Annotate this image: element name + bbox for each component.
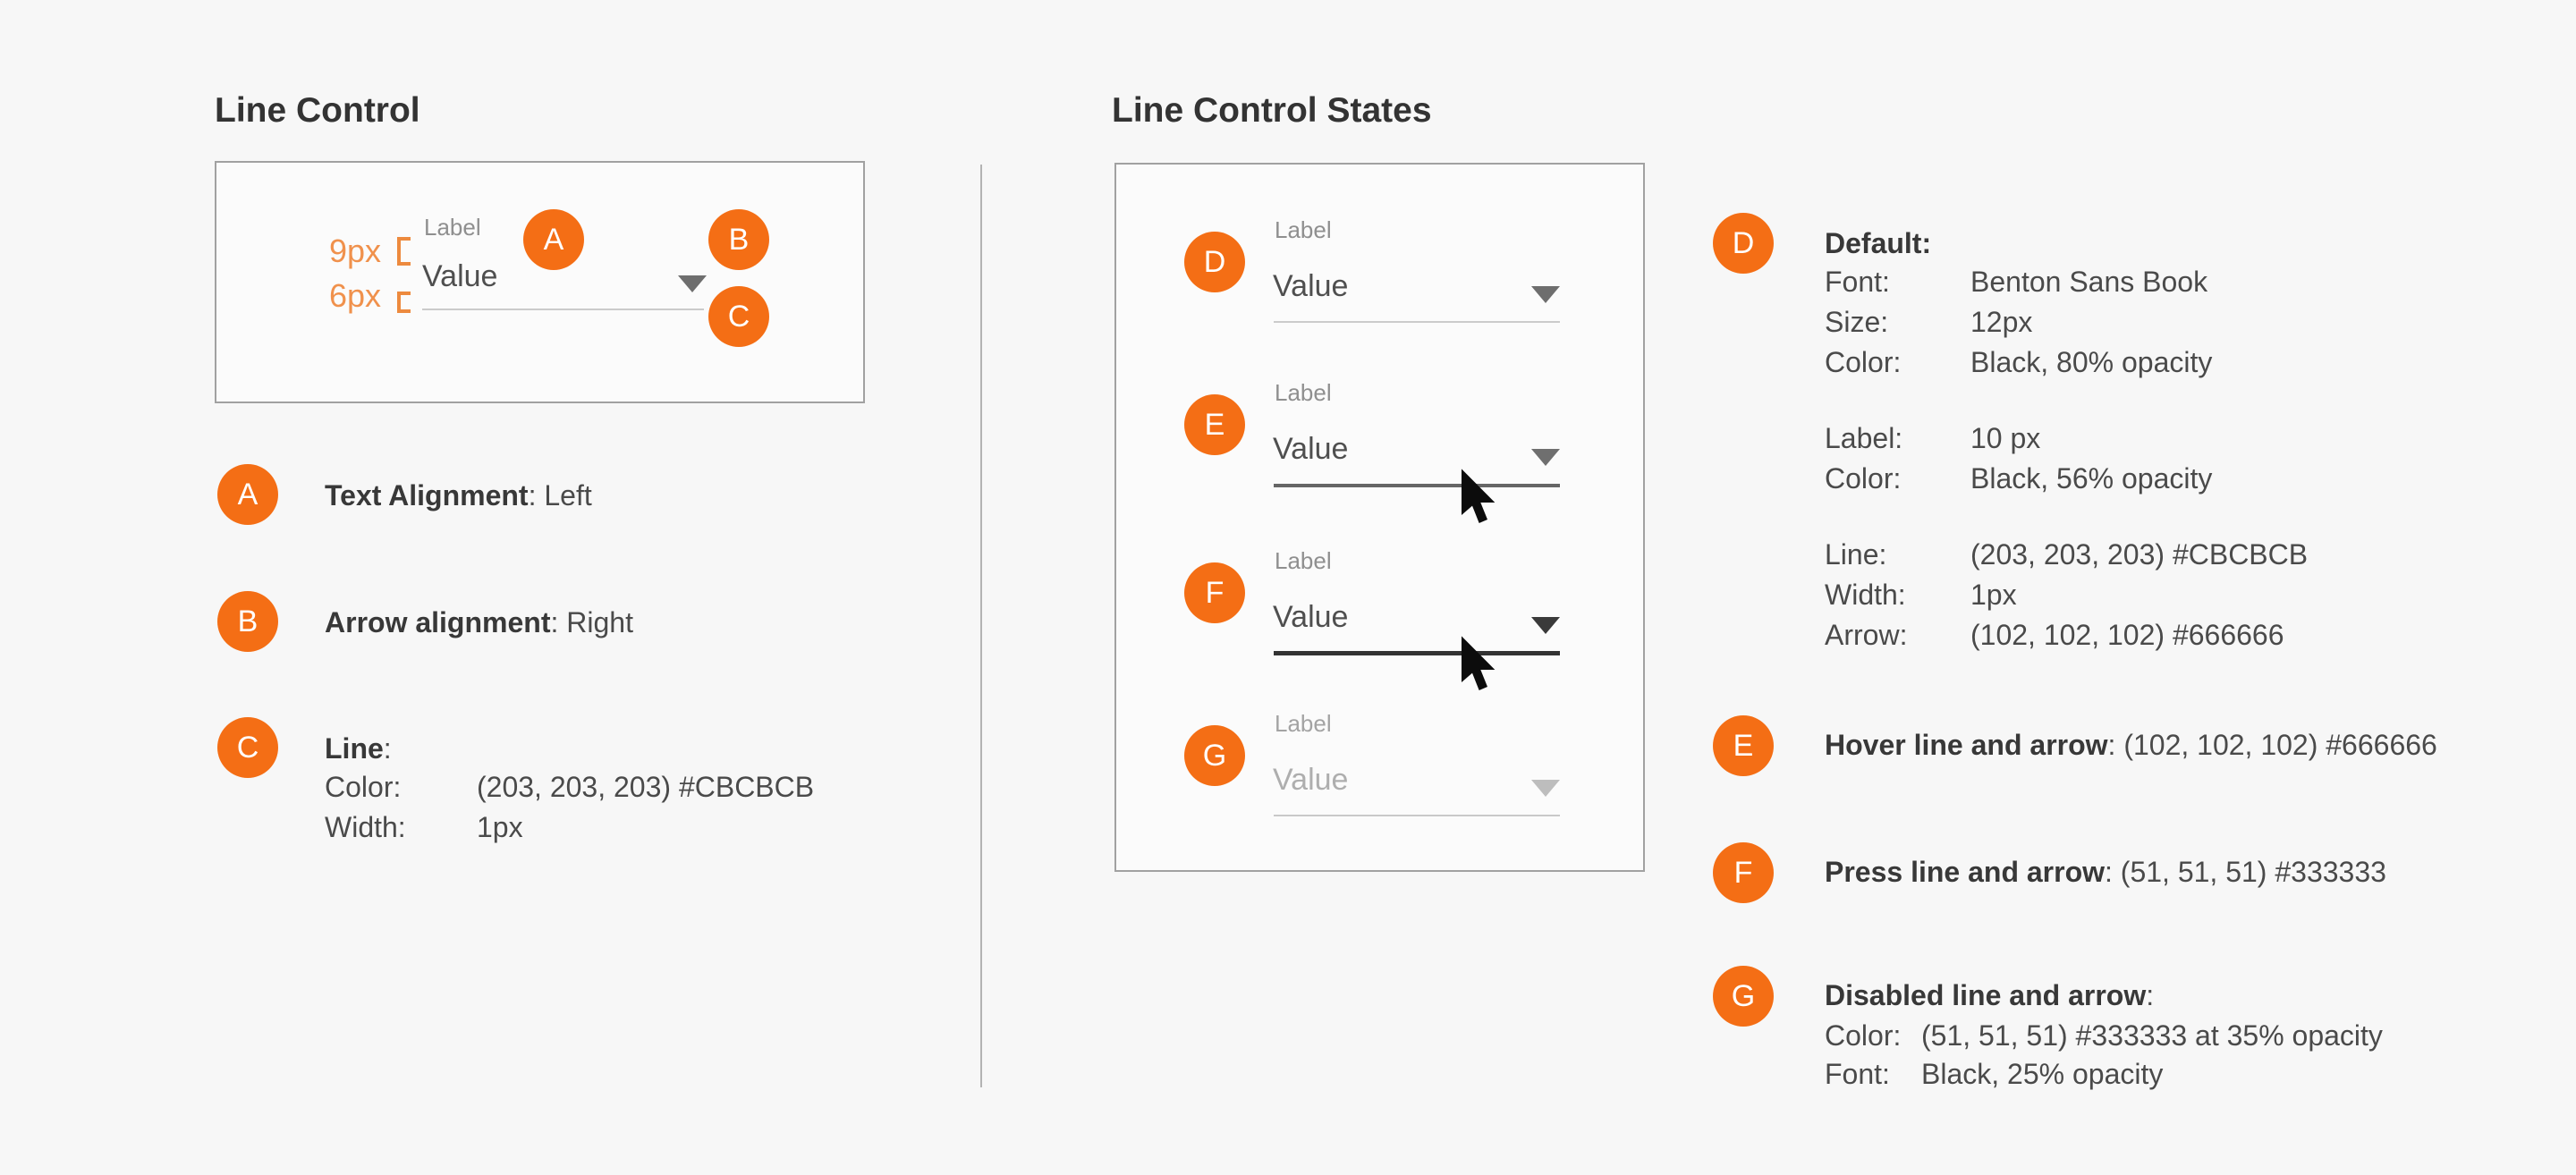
sample-underline-hover [1274,484,1560,487]
state-sample-default: D Label Value [1116,216,1647,377]
spec-row-value: 12px [1970,306,2033,338]
spec-row-label: Width: [325,811,406,843]
spec-row-label: Color: [1825,1019,1902,1052]
spec-row-label: Color: [1825,462,1902,495]
spec-row-label: Font: [1825,266,1890,298]
sample-value-hover: Value [1273,432,1349,466]
section-title-line-control: Line Control [215,91,420,130]
sample-underline-disabled [1274,815,1560,816]
annotation-b-value: : Right [550,606,633,638]
detail-circle-d: D [1713,213,1774,274]
spec-row-label: Font: [1825,1058,1890,1090]
sample-value-disabled: Value [1273,763,1349,797]
marker-circle-c: C [708,286,769,347]
detail-g-spec-table: Color: (51, 51, 51) #333333 at 35% opaci… [1825,1017,2383,1094]
dropdown-arrow-icon [1531,780,1560,797]
sample-underline-default [1274,321,1560,323]
sample-value-press: Value [1273,600,1349,634]
spec-row-value: 1px [1970,579,2017,611]
spec-row-value: (51, 51, 51) #333333 at 35% opacity [1921,1019,2383,1052]
detail-d-font-table: Font: Benton Sans Book Size: 12px Color:… [1825,262,2212,383]
detail-g-term: Disabled line and arrow [1825,979,2147,1011]
marker-circle-d: D [1184,232,1245,292]
detail-circle-g: G [1713,966,1774,1027]
spec-row-value: Benton Sans Book [1970,266,2208,298]
annotation-circle-c: C [217,717,278,778]
annotation-a-term: Text Alignment [325,479,529,511]
annotation-text-a: Text Alignment: Left [325,478,592,513]
spec-row-label: Size: [1825,306,1889,338]
marker-circle-g: G [1184,725,1245,786]
detail-circle-f: F [1713,842,1774,903]
detail-f-text: Press line and arrow: (51, 51, 51) #3333… [1825,854,2386,890]
spec-row-value: 1px [477,811,523,843]
sample-label-disabled: Label [1275,710,1332,737]
spec-row-label: Color: [1825,346,1902,378]
line-control-example-panel: 9px 6px Label Value A B C [215,161,865,403]
dropdown-arrow-icon [1531,449,1560,466]
detail-g-colon: : [2146,979,2155,1011]
state-sample-press: F Label Value [1116,547,1647,714]
detail-d-heading: Default: [1825,225,1931,261]
marker-circle-f: F [1184,562,1245,623]
annotation-a-value: : Left [528,479,592,511]
mouse-cursor-icon [1462,636,1496,690]
line-control-states-panel: D Label Value E Label Value F Label Valu… [1114,163,1645,872]
spec-row-value: (102, 102, 102) #666666 [1970,619,2284,651]
detail-circle-e: E [1713,715,1774,776]
spec-row-value: (203, 203, 203) #CBCBCB [477,771,815,803]
spec-row-value: (203, 203, 203) #CBCBCB [1970,538,2309,571]
spec-row-label: Width: [1825,579,1906,611]
state-sample-disabled: G Label Value [1116,710,1647,853]
marker-circle-b: B [708,209,769,270]
annotation-c-colon: : [383,732,392,765]
spacing-bracket-6px [397,292,411,313]
marker-circle-e: E [1184,394,1245,455]
sample-label-hover: Label [1275,379,1332,406]
detail-d-line-table: Line: (203, 203, 203) #CBCBCB Width: 1px… [1825,535,2308,655]
spec-row-value: Black, 25% opacity [1921,1058,2164,1090]
control-label: Label [424,214,481,241]
spec-row-label: Label: [1825,422,1903,454]
detail-f-value: : (51, 51, 51) #333333 [2105,856,2386,888]
annotation-text-c: Line: [325,731,392,766]
annotation-b-term: Arrow alignment [325,606,551,638]
sample-value-default: Value [1273,269,1349,303]
dropdown-arrow-icon [1531,286,1560,303]
annotation-circle-b: B [217,591,278,652]
spec-row-value: 10 px [1970,422,2041,454]
detail-e-term: Hover line and arrow [1825,729,2108,761]
control-value: Value [422,259,498,293]
marker-circle-a: A [523,209,584,270]
annotation-circle-a: A [217,464,278,525]
spacing-annotation-6px: 6px [328,277,381,314]
state-sample-hover: E Label Value [1116,379,1647,545]
annotation-text-b: Arrow alignment: Right [325,604,633,640]
annotation-c-spec-table: Color: (203, 203, 203) #CBCBCB Width: 1p… [325,767,814,848]
dropdown-arrow-icon [678,275,707,292]
detail-f-term: Press line and arrow [1825,856,2106,888]
annotation-c-term: Line [325,732,384,765]
spacing-annotation-9px: 9px [328,232,381,269]
dropdown-arrow-icon [1531,617,1560,634]
section-title-line-control-states: Line Control States [1112,91,1432,130]
spec-row-label: Arrow: [1825,619,1908,651]
spec-row-label: Color: [325,771,402,803]
detail-d-heading-text: Default: [1825,227,1932,259]
spec-row-value: Black, 80% opacity [1970,346,2213,378]
sample-underline-press [1274,651,1560,655]
control-underline [422,309,704,310]
sample-label-press: Label [1275,547,1332,574]
detail-e-value: : (102, 102, 102) #666666 [2107,729,2437,761]
section-divider [980,165,982,1087]
spacing-bracket-9px [397,237,411,266]
sample-label-default: Label [1275,216,1332,243]
detail-g-heading: Disabled line and arrow: [1825,977,2154,1013]
mouse-cursor-icon [1462,469,1496,523]
spec-row-value: Black, 56% opacity [1970,462,2213,495]
spec-row-label: Line: [1825,538,1887,571]
detail-d-label-table: Label: 10 px Color: Black, 56% opacity [1825,418,2212,499]
detail-e-text: Hover line and arrow: (102, 102, 102) #6… [1825,727,2437,763]
